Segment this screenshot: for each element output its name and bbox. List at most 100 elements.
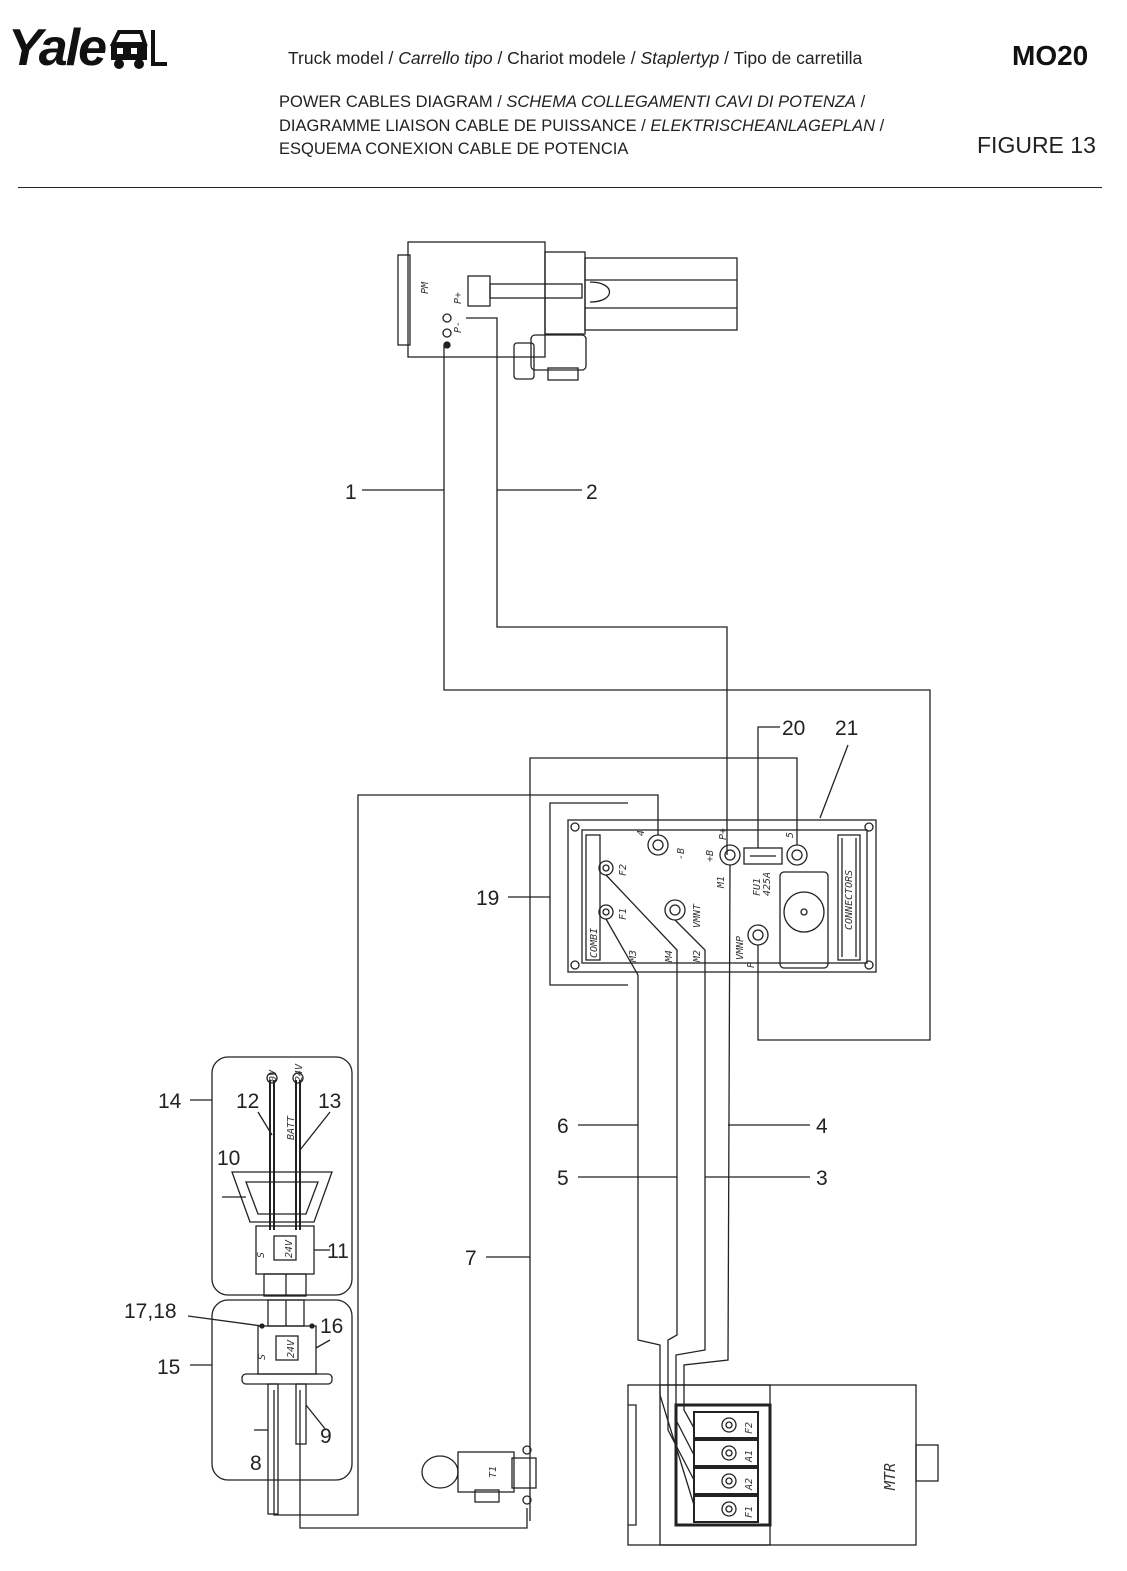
label-vmnt: VMNT — [692, 903, 703, 928]
cable-1 — [443, 345, 931, 1041]
cable-9 — [299, 1390, 528, 1529]
pm-label: PM — [420, 281, 431, 294]
plug-16-s: S — [257, 1354, 268, 1360]
connector-handle — [231, 1171, 333, 1223]
label-5: 5 — [785, 832, 796, 838]
pump-motor — [397, 241, 738, 381]
callout-19: 19 — [476, 887, 499, 910]
plug-11-s: S — [256, 1252, 267, 1258]
terminal-vmnp — [747, 924, 769, 946]
callout-7: 7 — [465, 1247, 477, 1270]
traction-motor — [627, 1384, 939, 1546]
truck_model_line-segment: / Chariot modele / — [492, 48, 641, 68]
label-m4: M4 — [664, 950, 675, 963]
title-line-2: DIAGRAMME LIAISON CABLE DE PUISSANCE / E… — [279, 117, 884, 137]
title_line_2-segment: DIAGRAMME LIAISON CABLE DE PUISSANCE / — [279, 117, 651, 135]
terminal-f2 — [598, 860, 614, 876]
title_line_3-segment: ESQUEMA CONEXION CABLE DE POTENCIA — [279, 140, 629, 158]
truck_model_line-segment: / Tipo de carretilla — [719, 48, 863, 68]
plug-16-rating: 24V — [286, 1339, 297, 1358]
fuse-rating: 425A — [762, 872, 773, 896]
mtr-terminal-f1: F1 — [744, 1506, 755, 1518]
label-m2: M2 — [692, 950, 703, 963]
bracket-19 — [549, 802, 628, 986]
label-plus-b: +B — [705, 850, 716, 862]
callout-16: 16 — [320, 1315, 343, 1338]
title_line_1-segment: SCHEMA COLLEGAMENTI CAVI DI POTENZA — [506, 93, 856, 111]
pm-p-plus-label: P+ — [453, 292, 464, 304]
callout-10: 10 — [217, 1147, 240, 1170]
terminal-5 — [786, 844, 808, 866]
battery-connector-box — [211, 1056, 353, 1296]
callout-5: 5 — [557, 1167, 569, 1190]
contactor-label: T1 — [488, 1466, 499, 1478]
label-m1: M1 — [716, 876, 727, 889]
callout-20: 20 — [782, 717, 805, 740]
truck_model_line-segment: Truck model / — [288, 48, 399, 68]
mtr-terminal-f2: F2 — [744, 1422, 755, 1434]
mtr-label: MTR — [881, 1463, 899, 1491]
cable-6 — [605, 918, 695, 1506]
fuse-label: FU1 — [752, 878, 763, 896]
cable-5 — [605, 874, 695, 1481]
battery-label: BATT — [286, 1115, 297, 1140]
cable-7 — [529, 757, 798, 1521]
terminal-vmnt — [664, 899, 686, 921]
battery-24v-label: 24V — [294, 1063, 305, 1082]
forklift-logo-icon — [109, 30, 168, 69]
title_line_2-segment: / — [875, 117, 885, 135]
pm-p-minus-label: P- — [453, 321, 464, 333]
plug-11-rating: 24V — [284, 1239, 295, 1258]
terminal-minus-b — [647, 834, 669, 856]
terminal-f1 — [598, 904, 614, 920]
logo-wordmark: Yale — [8, 19, 107, 77]
callout-17-18: 17,18 — [124, 1300, 177, 1323]
mtr-terminal-a1: A1 — [744, 1450, 755, 1463]
cable-3 — [674, 919, 706, 1456]
label-f2: F2 — [618, 864, 629, 876]
connectors-label: CONNECTORS — [844, 870, 855, 930]
callout-9: 9 — [320, 1425, 332, 1448]
pm-p-plus-terminal — [442, 313, 452, 323]
label-minus-b: -B — [676, 848, 687, 860]
label-m3: M3 — [628, 950, 639, 963]
battery-24v-lug — [292, 1072, 304, 1084]
mtr-terminal-a2: A2 — [744, 1478, 755, 1491]
title_line_1-segment: / — [856, 93, 866, 111]
label-f1: F1 — [618, 908, 629, 920]
battery-0v-lug — [266, 1072, 278, 1084]
callout-4: 4 — [816, 1115, 828, 1138]
callout-21-leader — [819, 744, 849, 819]
line-contactor-t1 — [421, 1445, 537, 1505]
yale-logo: Yale — [8, 22, 169, 74]
title_line_1-segment: POWER CABLES DIAGRAM / — [279, 93, 507, 111]
truck_model_line-segment: Carrello tipo — [398, 48, 493, 68]
callout-13: 13 — [318, 1090, 341, 1113]
callout-12: 12 — [236, 1090, 259, 1113]
pm-p-minus-terminal — [442, 328, 452, 338]
battery-0v-label: 0V — [268, 1069, 279, 1082]
truck-model-line: Truck model / Carrello tipo / Chariot mo… — [288, 48, 862, 69]
callout-21: 21 — [835, 717, 858, 740]
figure-label: FIGURE 13 — [977, 132, 1096, 158]
label-vmnp: VMNP — [735, 936, 746, 960]
label-p: P — [746, 962, 757, 968]
title-line-3: ESQUEMA CONEXION CABLE DE POTENCIA — [279, 140, 628, 160]
controller-brand: COMBI — [589, 928, 600, 958]
callout-3: 3 — [816, 1167, 828, 1190]
label-p-plus: P+ — [718, 828, 729, 840]
callout-1: 1 — [345, 481, 357, 504]
callout-15: 15 — [157, 1356, 180, 1379]
callout-11: 11 — [327, 1240, 349, 1263]
cable-4 — [683, 864, 731, 1429]
callout-14: 14 — [158, 1090, 182, 1113]
callout-2: 2 — [586, 481, 598, 504]
header-divider — [18, 187, 1102, 188]
model-code: MO20 — [1012, 40, 1089, 71]
cable-2 — [466, 317, 728, 855]
cable-8 — [273, 794, 659, 1516]
title_line_2-segment: ELEKTRISCHEANLAGEPLAN — [650, 117, 876, 135]
callout-8: 8 — [250, 1452, 262, 1475]
terminal-plus-b — [719, 844, 741, 866]
